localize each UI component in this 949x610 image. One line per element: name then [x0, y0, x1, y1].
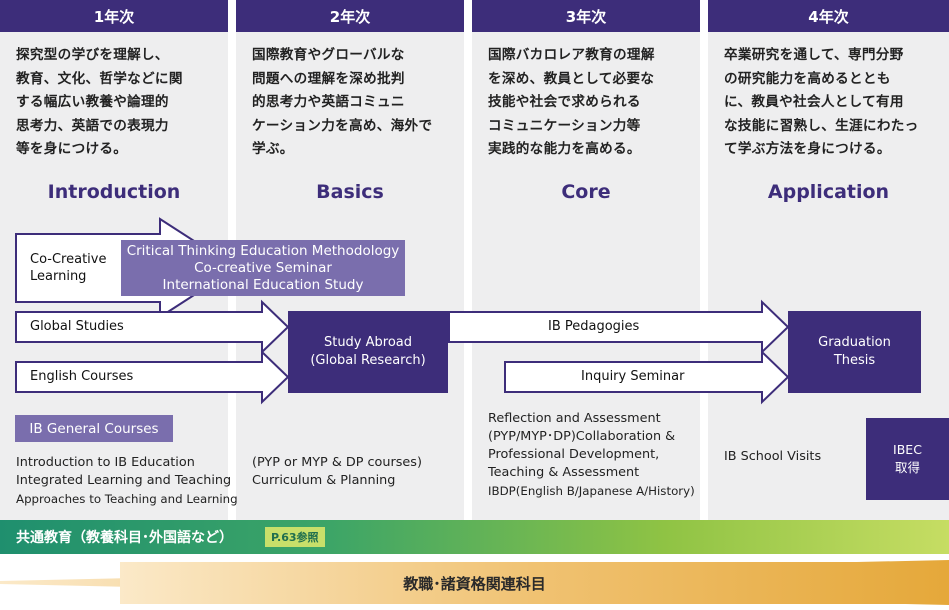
arrow-ib-pedagogies [448, 299, 790, 355]
desc-line: な技能に習熟し、生涯にわたっ [724, 117, 919, 134]
box-line: Co-creative Seminar [194, 259, 332, 276]
course-item: Curriculum & Planning [252, 473, 396, 488]
phase-introduction: Introduction [47, 181, 181, 203]
course-item: Teaching & Assessment [488, 465, 640, 480]
teacher-band-body [120, 562, 949, 604]
inquiry-seminar-label: Inquiry Seminar [581, 369, 685, 384]
graduation-thesis-box: Graduation Thesis [788, 311, 921, 393]
desc-line: に、教員や社会人として有用 [724, 94, 904, 110]
desc-line: の研究能力を高めるととも [724, 70, 891, 87]
global-studies-label: Global Studies [30, 319, 124, 334]
phase-basics: Basics [316, 181, 384, 203]
desc-line: する幅広い教養や論理的 [16, 94, 169, 110]
page-reference-badge: P.63参照 [265, 527, 325, 547]
box-line: 取得 [894, 460, 920, 475]
course-item: (PYP or MYP & DP courses) [252, 455, 422, 470]
box-line: Graduation [818, 335, 891, 350]
desc-line: て学ぶ方法を身につける。 [724, 141, 891, 157]
box-line: International Education Study [162, 276, 364, 293]
desc-line: 国際教育やグローバルな [252, 47, 405, 63]
desc-line: 実践的な能力を高める。 [488, 141, 641, 157]
desc-line: 卒業研究を通して、専門分野 [724, 47, 904, 63]
ib-general-courses-label: IB General Courses [15, 415, 173, 442]
course-item: IBDP(English B/Japanese A/History) [488, 484, 695, 498]
desc-line: 思考力、英語での表現力 [16, 117, 169, 134]
box-line: Critical Thinking Education Methodology [126, 242, 400, 259]
desc-line: 国際バカロレア教育の理解 [488, 47, 655, 63]
desc-line: コミュニケーション力等 [488, 117, 641, 134]
box-line: (Global Research) [310, 353, 426, 368]
desc-line: 的思考力や英語コミュニ [252, 94, 405, 110]
year3-course-list: Reflection and Assessment (PYP/MYP･DP)Co… [488, 410, 695, 500]
course-item: Professional Development, [488, 447, 660, 462]
label-line: Learning [30, 269, 87, 284]
year-header-2: 2年次 [236, 0, 464, 32]
desc-line: ケーション力を高め、海外で [252, 117, 433, 134]
course-item: Reflection and Assessment [488, 411, 661, 426]
english-courses-label: English Courses [30, 369, 134, 384]
year4-course-list: IB School Visits [724, 449, 822, 464]
desc-line: 教育、文化、哲学などに関 [16, 70, 183, 87]
year-description-2: 国際教育やグローバルな 問題への理解を深め批判 的思考力や英語コミュニ ケーショ… [252, 44, 432, 162]
course-item: Integrated Learning and Teaching [16, 473, 232, 488]
column-bg-3 [472, 0, 700, 520]
desc-line: 技能や社会で求められる [488, 94, 641, 110]
teacher-band-label: 教職･諸資格関連科目 [403, 575, 546, 593]
year2-course-list: (PYP or MYP & DP courses) Curriculum & P… [252, 454, 422, 490]
ibec-box: IBEC 取得 [866, 418, 949, 500]
course-item: (PYP/MYP･DP)Collaboration & [488, 429, 676, 444]
desc-line: 問題への理解を深め批判 [252, 70, 405, 87]
arrow-global-studies [15, 299, 290, 355]
year-description-3: 国際バカロレア教育の理解 を深め、教員として必要な 技能や社会で求められる コミ… [488, 44, 655, 162]
desc-line: を深め、教員として必要な [488, 70, 655, 87]
year-description-1: 探究型の学びを理解し、 教育、文化、哲学などに関 する幅広い教養や論理的 思考力… [16, 44, 183, 162]
common-education-band [0, 520, 949, 554]
year-header-4: 4年次 [708, 0, 949, 32]
common-education-label: 共通教育（教養科目･外国語など） [16, 530, 233, 546]
arrow-english-courses [15, 349, 290, 405]
ib-pedagogies-label: IB Pedagogies [548, 319, 640, 334]
co-creative-label: Co-Creative Learning [30, 251, 106, 285]
label-line: Co-Creative [30, 252, 107, 267]
desc-line: 学ぶ。 [252, 141, 294, 157]
year-header-1: 1年次 [0, 0, 228, 32]
box-line: Thesis [833, 353, 876, 368]
study-abroad-box: Study Abroad (Global Research) [288, 311, 448, 393]
phase-application: Application [767, 181, 890, 203]
arrow-inquiry-seminar [504, 349, 790, 405]
phase-core: Core [561, 181, 611, 203]
year-header-3: 3年次 [472, 0, 700, 32]
desc-line: 等を身につける。 [16, 141, 128, 157]
box-line: IBEC [893, 442, 922, 457]
course-item: Introduction to IB Education [16, 455, 195, 470]
course-item: Approaches to Teaching and Learning [16, 492, 238, 506]
year-description-4: 卒業研究を通して、専門分野 の研究能力を高めるととも に、教員や社会人として有用… [724, 44, 919, 162]
ib-general-course-list: Introduction to IB Education Integrated … [16, 454, 238, 508]
desc-line: 探究型の学びを理解し、 [16, 47, 169, 63]
critical-thinking-box: Critical Thinking Education Methodology … [121, 240, 405, 296]
box-line: Study Abroad [323, 335, 413, 350]
